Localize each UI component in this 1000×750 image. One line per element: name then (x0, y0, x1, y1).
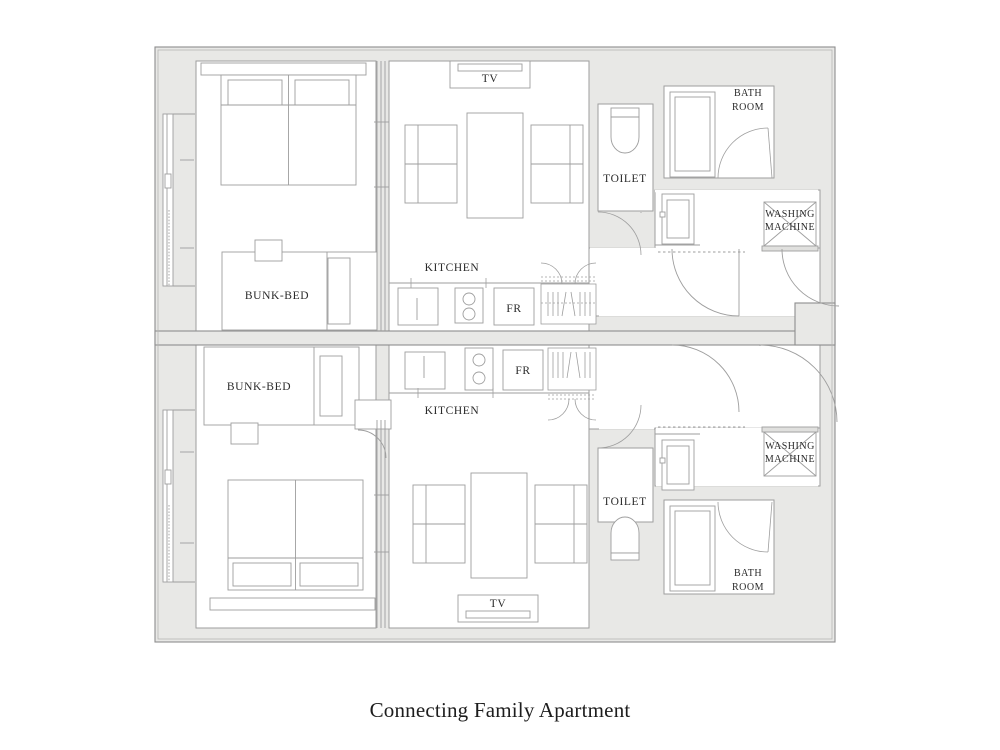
lower-washing-machine-label-2: MACHINE (765, 454, 815, 465)
page-title: Connecting Family Apartment (369, 698, 631, 722)
wall-edge-accents (157, 49, 833, 640)
lower-tv (457, 594, 539, 623)
upper-headboard (200, 62, 367, 76)
lower-toilet-door (597, 404, 642, 449)
wall-lines (154, 46, 836, 643)
upper-connecting-doors (540, 262, 597, 325)
upper-bathroom-door (717, 127, 773, 179)
lower-washing-machine-label-1: WASHING (765, 441, 815, 452)
lower-window-balcony (162, 409, 195, 583)
upper-kitchen-label: KITCHEN (425, 262, 480, 274)
lower-kitchen-label: KITCHEN (425, 405, 480, 417)
lower-fridge-label: FR (515, 365, 530, 377)
lower-tv-label: TV (490, 598, 507, 610)
upper-toilet-label: TOILET (603, 173, 647, 185)
upper-washbasin (655, 193, 700, 246)
upper-kitchen-sink (397, 287, 439, 326)
upper-bathtub (669, 91, 716, 178)
upper-toilet-door (597, 211, 642, 256)
lower-bathtub (669, 505, 716, 592)
upper-washing-machine-label-2: MACHINE (765, 222, 815, 233)
lower-entry-doors (671, 344, 838, 423)
upper-toilet-fixture (610, 107, 640, 154)
upper-tv-label: TV (482, 73, 499, 85)
lower-washbasin (655, 433, 700, 491)
lower-toilet-label: TOILET (603, 496, 647, 508)
lower-kitchen (389, 347, 589, 398)
upper-twin-beds (220, 74, 357, 186)
upper-fridge-label: FR (506, 303, 521, 315)
upper-living-furniture (404, 112, 584, 219)
lower-partition-wall (374, 420, 389, 628)
upper-fridge (493, 287, 535, 326)
upper-kitchen (389, 278, 589, 326)
upper-washing-machine (761, 201, 819, 252)
upper-bunk-bed-label: BUNK-BED (245, 290, 309, 302)
upper-bathroom-label-2: ROOM (732, 102, 764, 113)
upper-apartment: BUNK-BED TV (162, 60, 840, 331)
lower-washing-machine (761, 426, 819, 477)
upper-washing-machine-label-1: WASHING (765, 209, 815, 220)
lower-entry-corridor (588, 344, 821, 430)
lower-toilet-fixture (610, 516, 640, 561)
lower-toilet-space (597, 447, 654, 523)
upper-window-balcony (162, 113, 195, 287)
upper-tv (449, 60, 531, 89)
upper-bathroom-label-1: BATH (734, 88, 762, 99)
lower-living-furniture (412, 472, 588, 579)
lower-bathroom-door (717, 501, 773, 553)
lower-bunk-bed-label: BUNK-BED (227, 381, 291, 393)
lower-apartment: BUNK-BED (162, 344, 838, 628)
lower-bathroom-label-2: ROOM (732, 582, 764, 593)
lower-kitchen-sink (404, 351, 446, 390)
upper-partition-wall (374, 61, 389, 331)
lower-bunk-bed (203, 346, 360, 445)
lower-connecting-doors (547, 347, 597, 421)
lower-bathroom-label-1: BATH (734, 568, 762, 579)
lower-fridge (502, 349, 544, 391)
upper-entry-doors (671, 248, 840, 317)
upper-bunk-bed (221, 239, 378, 331)
upper-entry-corridor (588, 247, 821, 317)
lower-twin-beds (209, 479, 376, 611)
